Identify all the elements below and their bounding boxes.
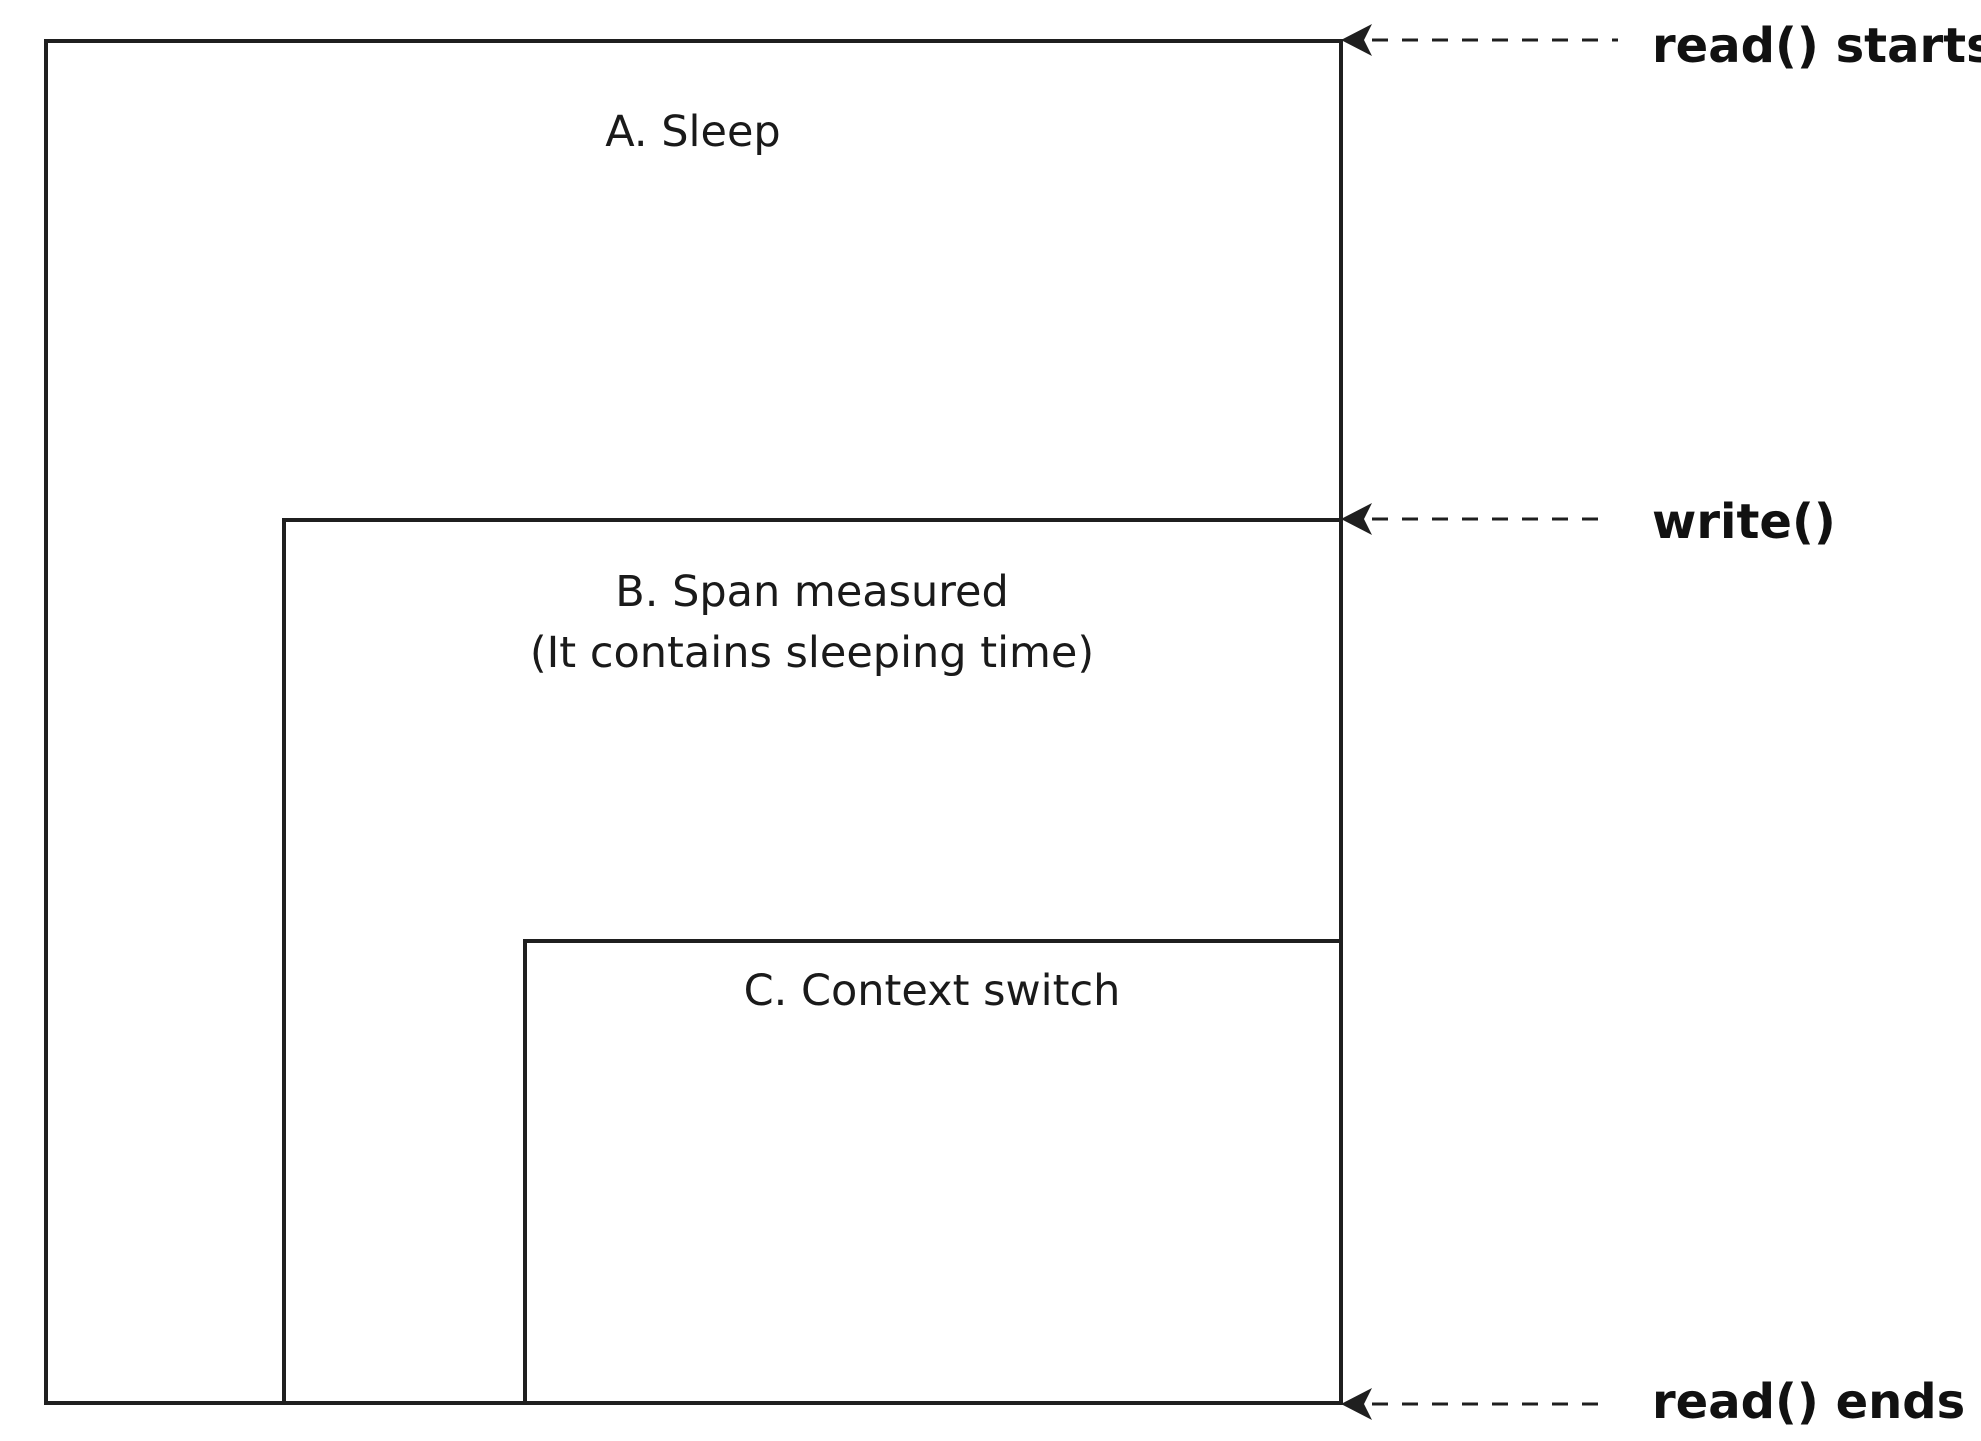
box-context-switch-border — [523, 939, 1341, 1403]
marker-read-ends-label: read() ends — [1652, 1374, 1965, 1430]
box-span-label-line2: (It contains sleeping time) — [530, 628, 1094, 678]
marker-read-starts-label: read() starts — [1652, 18, 1981, 74]
box-span-label-line1: B. Span measured — [615, 567, 1009, 617]
marker-write: write() — [1341, 494, 1836, 550]
marker-write-label: write() — [1652, 494, 1836, 550]
marker-read-starts: read() starts — [1341, 18, 1981, 74]
box-context-switch-label: C. Context switch — [744, 966, 1121, 1016]
arrow-left-icon — [1341, 24, 1372, 56]
arrow-left-icon — [1341, 503, 1372, 535]
box-context-switch: C. Context switch — [523, 939, 1341, 1403]
marker-read-ends: read() ends — [1341, 1374, 1965, 1430]
box-sleep-border — [44, 39, 1343, 1405]
arrow-left-icon — [1341, 1388, 1372, 1420]
box-sleep: A. Sleep — [44, 39, 1343, 1405]
box-sleep-label: A. Sleep — [605, 107, 780, 157]
box-span-measured: B. Span measured (It contains sleeping t… — [282, 518, 1341, 1403]
box-span-border — [282, 518, 1341, 1403]
